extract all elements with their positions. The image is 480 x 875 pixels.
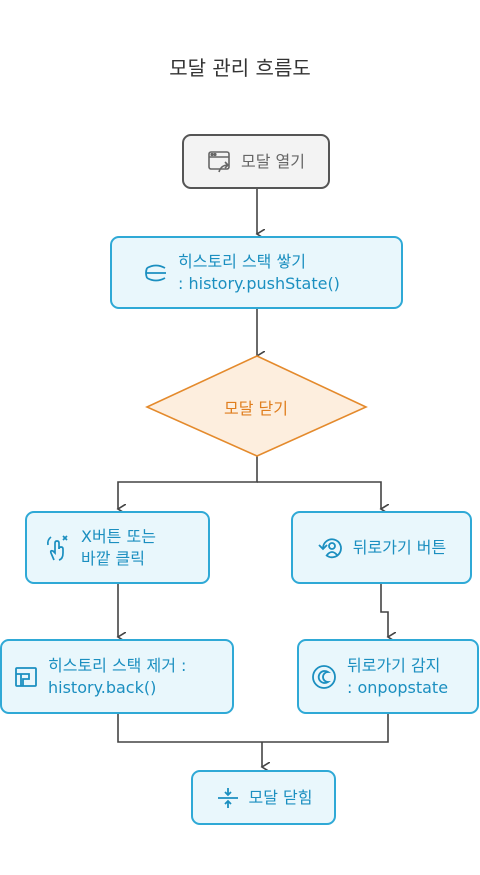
node-popstate-label: 뒤로가기 감지 : onpopstate bbox=[347, 655, 449, 697]
node-backbtn-label: 뒤로가기 버튼 bbox=[352, 537, 447, 557]
stack-icon bbox=[142, 259, 170, 287]
window-open-icon bbox=[207, 149, 233, 175]
diagram-title: 모달 관리 흐름도 bbox=[169, 56, 311, 80]
collapse-icon bbox=[215, 785, 241, 811]
edge-decision-backbtn bbox=[257, 481, 381, 509]
history-back-icon bbox=[317, 534, 345, 562]
decision-diamond bbox=[145, 355, 368, 457]
node-open-label: 모달 열기 bbox=[241, 151, 305, 171]
layout-remove-icon bbox=[12, 663, 40, 691]
decision-label: 모달 닫기 bbox=[224, 399, 288, 418]
edge-backbtn-popstate bbox=[380, 584, 388, 637]
tap-gesture-icon bbox=[43, 533, 73, 563]
node-popstate: 뒤로가기 감지 : onpopstate bbox=[297, 639, 479, 714]
node-open-modal: 모달 열기 bbox=[182, 134, 330, 189]
node-closed-label: 모달 닫힘 bbox=[248, 787, 313, 807]
edge-decision-xclick bbox=[118, 455, 258, 509]
node-push-label: 히스토리 스택 쌓기 : history.pushState() bbox=[178, 251, 340, 293]
detect-icon bbox=[309, 662, 339, 692]
node-xclick-label: X버튼 또는 바깥 클릭 bbox=[81, 526, 156, 568]
node-modal-closed: 모달 닫힘 bbox=[191, 770, 336, 825]
node-history-back: 히스토리 스택 제거 : history.back() bbox=[0, 639, 234, 714]
node-push-state: 히스토리 스택 쌓기 : history.pushState() bbox=[110, 236, 403, 309]
node-back-button: 뒤로가기 버튼 bbox=[291, 511, 472, 584]
node-historyback-label: 히스토리 스택 제거 : history.back() bbox=[48, 655, 187, 697]
node-x-click: X버튼 또는 바깥 클릭 bbox=[25, 511, 210, 584]
edge-historyback-closed bbox=[117, 714, 389, 743]
